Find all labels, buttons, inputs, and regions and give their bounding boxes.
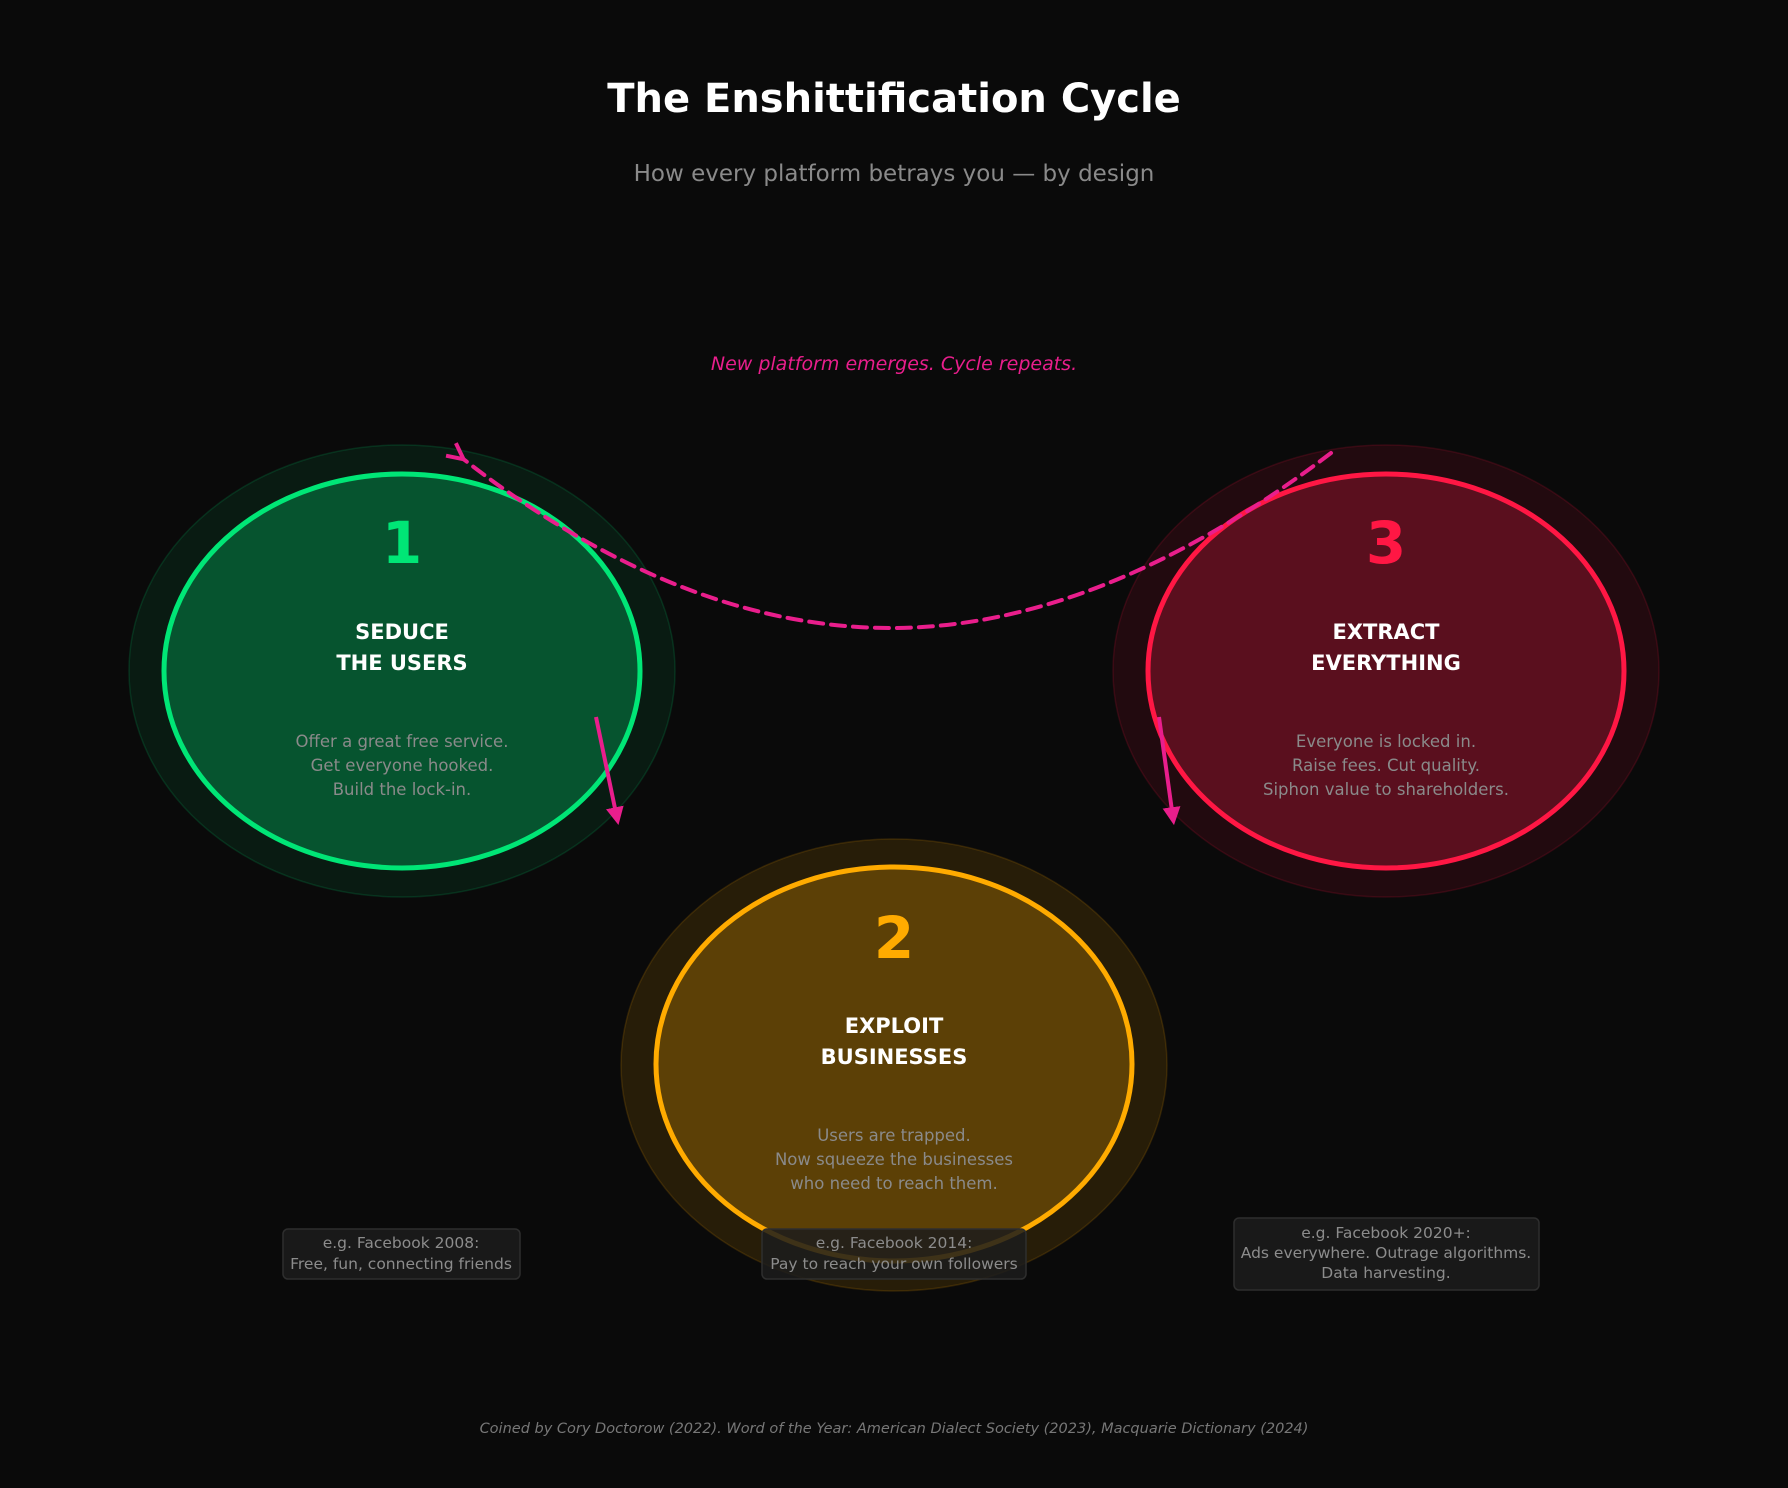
stage-1-desc-line3: Build the lock-in.: [333, 780, 472, 799]
stage-1-desc-line2: Get everyone hooked.: [311, 756, 494, 775]
stage-3-node: 3 EXTRACT EVERYTHING Everyone is locked …: [1112, 444, 1660, 898]
example-2-line1: e.g. Facebook 2014:: [816, 1234, 973, 1252]
stage-3-number: 3: [1366, 509, 1406, 577]
cycle-repeat-label: New platform emerges. Cycle repeats.: [711, 353, 1077, 375]
stage-3-title-line1: EXTRACT: [1332, 620, 1440, 644]
stage-3-ellipse: [1145, 471, 1627, 871]
example-1-line1: e.g. Facebook 2008:: [323, 1234, 480, 1252]
example-3-line2: Ads everywhere. Outrage algorithms.: [1241, 1244, 1532, 1262]
stage-2-desc-line3: who need to reach them.: [790, 1174, 997, 1193]
example-box-stage-2: e.g. Facebook 2014: Pay to reach your ow…: [761, 1228, 1027, 1280]
stage-2-title-line2: BUSINESSES: [821, 1045, 968, 1069]
stage-3-desc-line3: Siphon value to shareholders.: [1263, 780, 1509, 799]
stage-1-title-line2: THE USERS: [336, 651, 467, 675]
arrow-cycle-repeat-dashed: [462, 453, 1333, 631]
stage-1-title-line1: SEDUCE: [355, 620, 449, 644]
stage-3-desc-line2: Raise fees. Cut quality.: [1292, 756, 1480, 775]
stage-2-desc-line1: Users are trapped.: [817, 1126, 971, 1145]
stage-1-desc-line1: Offer a great free service.: [296, 732, 509, 751]
example-box-stage-3: e.g. Facebook 2020+: Ads everywhere. Out…: [1233, 1217, 1540, 1291]
stage-3-title-line2: EVERYTHING: [1311, 651, 1461, 675]
example-3-line1: e.g. Facebook 2020+:: [1301, 1224, 1471, 1242]
stage-3-desc-line1: Everyone is locked in.: [1296, 732, 1476, 751]
arrow-stage3-to-stage2: [1157, 716, 1181, 826]
stage-2-title-line1: EXPLOIT: [845, 1014, 944, 1038]
footer-credit: Coined by Cory Doctorow (2022). Word of …: [480, 1421, 1309, 1437]
example-box-stage-1: e.g. Facebook 2008: Free, fun, connectin…: [282, 1228, 521, 1280]
stage-2-number: 2: [874, 904, 914, 972]
page-title: The Enshittification Cycle: [607, 76, 1181, 122]
example-3-line3: Data harvesting.: [1321, 1264, 1450, 1282]
example-2-line2: Pay to reach your own followers: [770, 1255, 1017, 1273]
stage-2-desc-line2: Now squeeze the businesses: [775, 1150, 1013, 1169]
page-subtitle: How every platform betrays you — by desi…: [634, 161, 1155, 187]
arrow-stage1-to-stage2: [594, 716, 624, 826]
example-1-line2: Free, fun, connecting friends: [290, 1255, 512, 1273]
stage-2-node: 2 EXPLOIT BUSINESSES Users are trapped. …: [620, 838, 1168, 1292]
stage-1-ellipse: [161, 471, 643, 871]
stage-1-node: 1 SEDUCE THE USERS Offer a great free se…: [128, 444, 676, 898]
stage-1-number: 1: [382, 509, 422, 577]
